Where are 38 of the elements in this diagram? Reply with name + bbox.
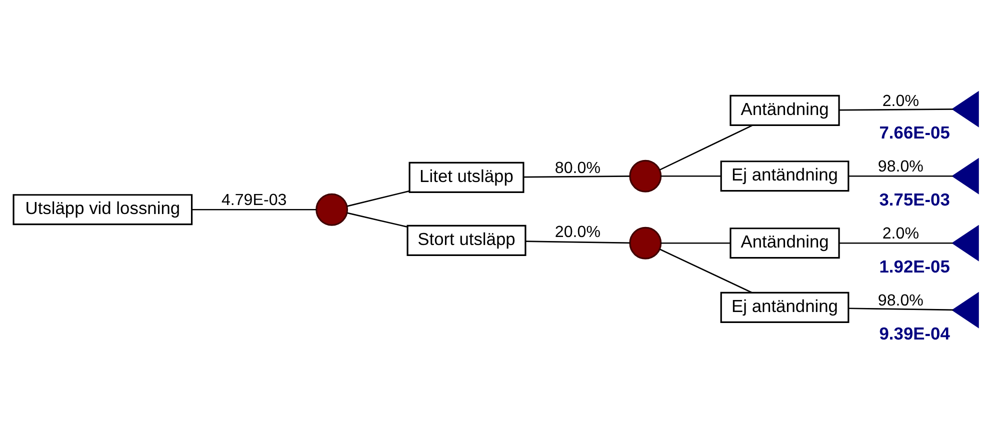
node-triangle: [952, 291, 979, 328]
node-label: 1.92E-05: [879, 256, 950, 276]
node-triangle: [952, 224, 979, 261]
node-triangle: [952, 90, 979, 127]
connector: [192, 208, 316, 210]
connector: [660, 124, 753, 170]
connector: [660, 248, 752, 293]
node-box: Utsläpp vid lossning: [12, 194, 193, 225]
connector: [347, 212, 408, 227]
edge-label: 98.0%: [878, 157, 924, 176]
node-box: Antändning: [730, 227, 840, 258]
connector: [839, 242, 953, 244]
edge-label: 20.0%: [554, 222, 601, 241]
connector: [660, 174, 721, 176]
connector: [660, 242, 730, 244]
edge-label: 4.79E-03: [221, 190, 287, 209]
node-circle: [316, 192, 348, 226]
edge-label: 98.0%: [878, 291, 924, 310]
node-box: Litet utsläpp: [408, 161, 524, 192]
node-box: Antändning: [730, 94, 840, 126]
node-circle: [629, 226, 662, 259]
node-circle: [629, 159, 662, 192]
edge-label: 2.0%: [882, 224, 920, 242]
edge-label: 2.0%: [882, 91, 920, 110]
node-box: Stort utsläpp: [406, 224, 526, 256]
node-label: 9.39E-04: [879, 322, 950, 343]
edge-label: 80.0%: [554, 158, 601, 176]
node-triangle: [952, 157, 979, 194]
connector: [526, 240, 630, 244]
node-label: 7.66E-05: [879, 122, 950, 142]
node-label: 3.75E-03: [879, 188, 950, 209]
connector: [524, 175, 630, 178]
connector: [848, 307, 954, 310]
node-box: Ej antändning: [720, 291, 850, 322]
connector: [347, 190, 410, 206]
connector: [839, 108, 954, 110]
connector: [848, 174, 953, 176]
node-box: Ej antändning: [720, 160, 850, 192]
